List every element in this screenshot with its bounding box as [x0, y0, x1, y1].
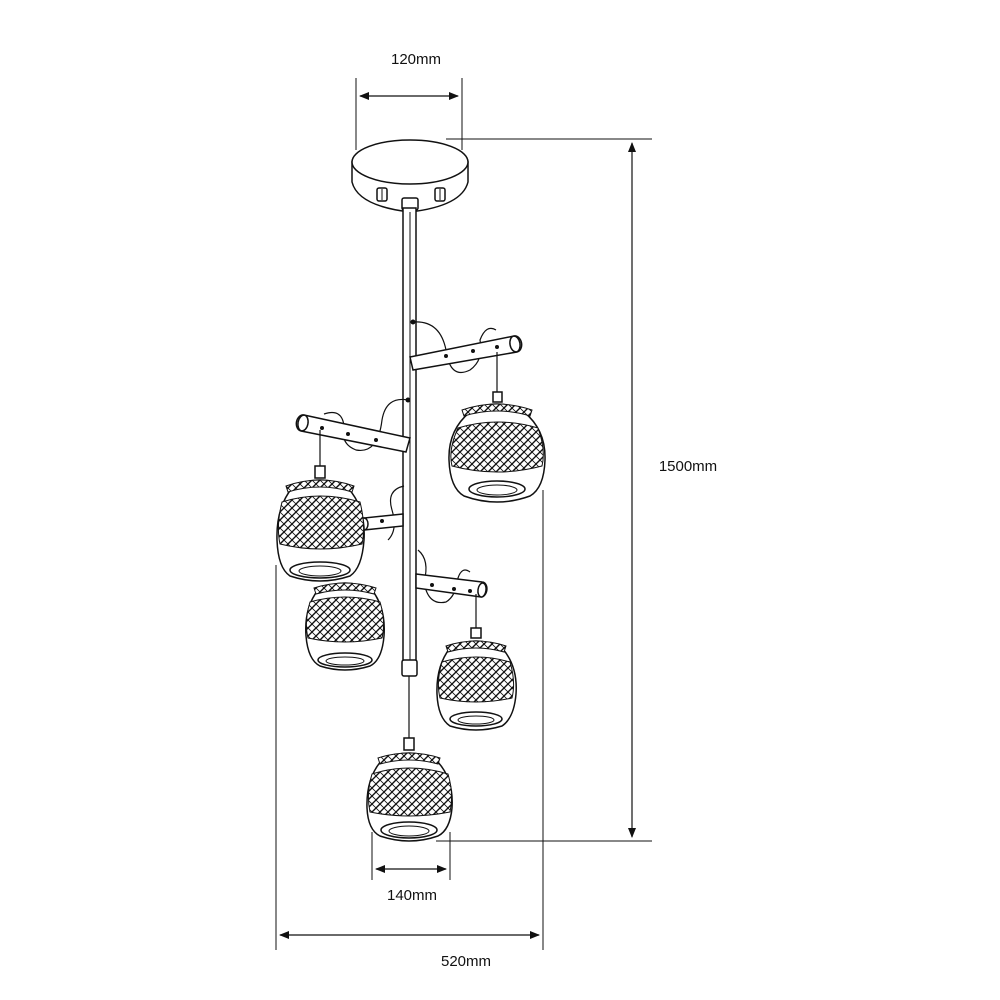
overall-width-label: 520mm — [441, 953, 491, 970]
canopy-width-label: 120mm — [391, 51, 441, 68]
canopy-screw-right — [434, 187, 446, 202]
overall-width-dimension: 520mm — [275, 490, 544, 970]
shade-upper-right — [448, 352, 546, 503]
arm-upper-right — [409, 319, 523, 374]
shade-right-lower — [436, 594, 517, 731]
overall-height-dimension: 1500mm — [436, 138, 717, 842]
arm-lower-right — [415, 549, 488, 604]
ceiling-canopy — [351, 139, 469, 213]
arm-middle-left — [359, 485, 405, 541]
arm-upper-left — [295, 397, 411, 453]
shade-bottom-center — [366, 676, 453, 842]
shade-width-label: 140mm — [387, 887, 437, 904]
shade-left-lower — [305, 582, 385, 671]
shade-left-large — [276, 430, 365, 582]
overall-height-label: 1500mm — [659, 458, 717, 475]
canopy-screw-left — [376, 187, 388, 202]
canopy-width-dimension: 120mm — [355, 51, 463, 150]
shade-width-dimension: 140mm — [371, 832, 451, 904]
